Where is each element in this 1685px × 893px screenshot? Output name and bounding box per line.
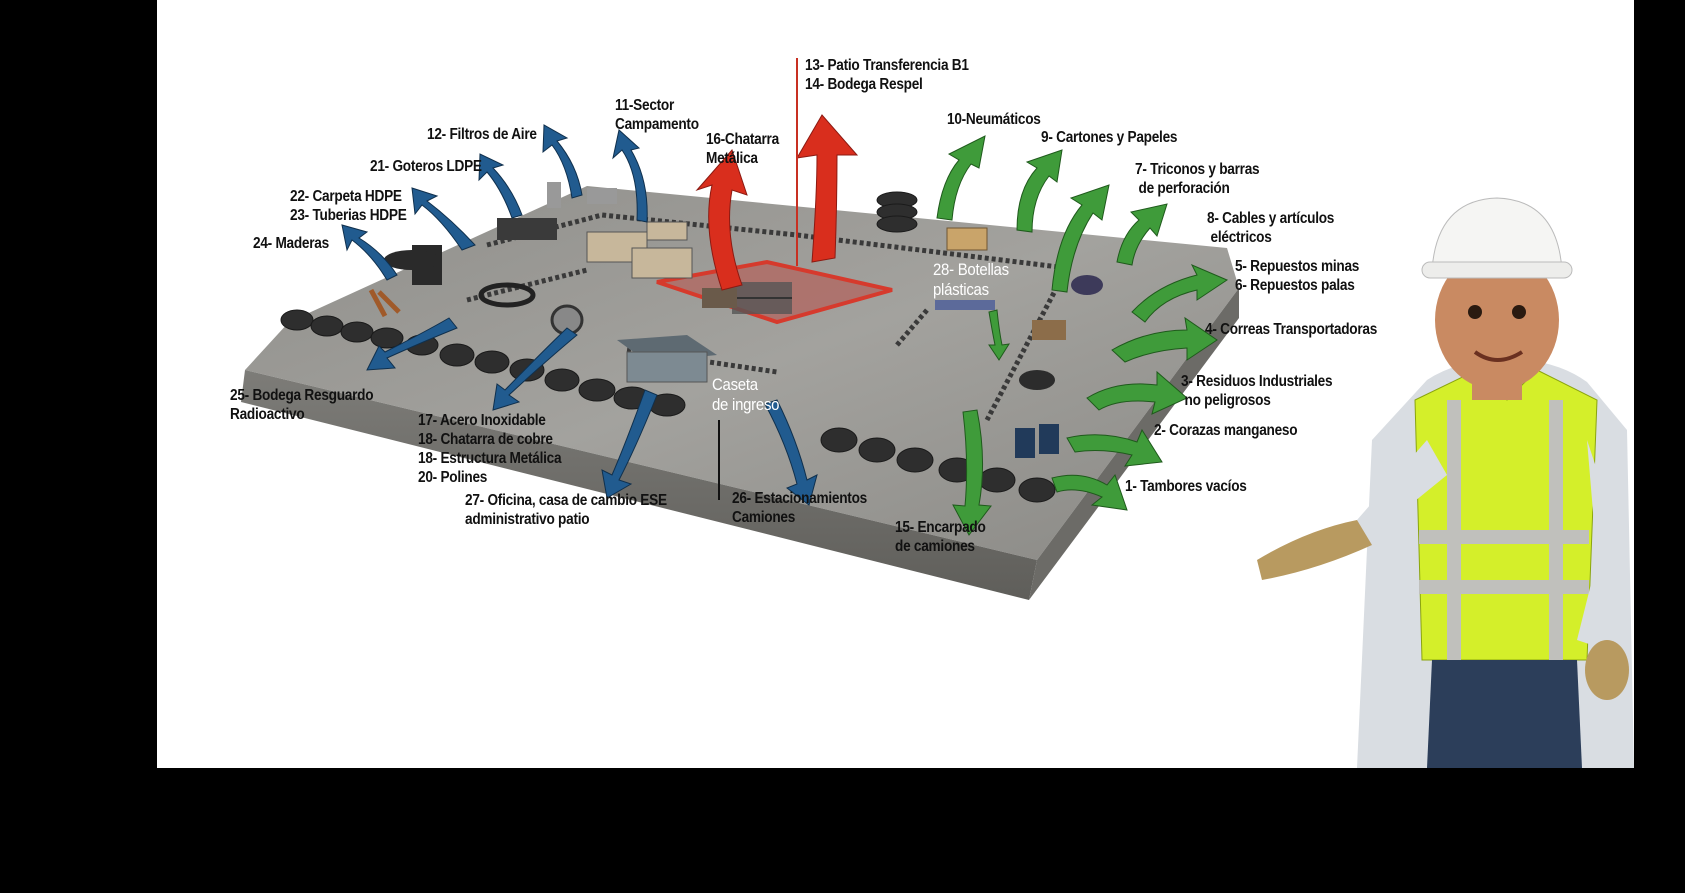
label-4: 4- Correas Transportadoras <box>1205 321 1378 338</box>
green-arrows <box>936 135 1229 536</box>
label-1: 1- Tambores vacíos <box>1125 478 1247 495</box>
red-arrows <box>695 114 859 291</box>
site-objects <box>368 182 1103 458</box>
label-9: 9- Cartones y Papeles <box>1041 129 1178 146</box>
label-2: 2- Corazas manganeso <box>1154 422 1298 439</box>
label-12: 12- Filtros de Aire <box>427 126 537 143</box>
blue-arrows <box>341 124 818 506</box>
label-24: 24- Maderas <box>253 235 329 252</box>
worker-figure <box>1257 197 1634 768</box>
tire-rows <box>280 191 1056 503</box>
yard-illustration <box>241 58 1634 768</box>
label-21: 21- Goteros LDPE <box>370 158 482 175</box>
label-10: 10-Neumáticos <box>947 111 1041 128</box>
